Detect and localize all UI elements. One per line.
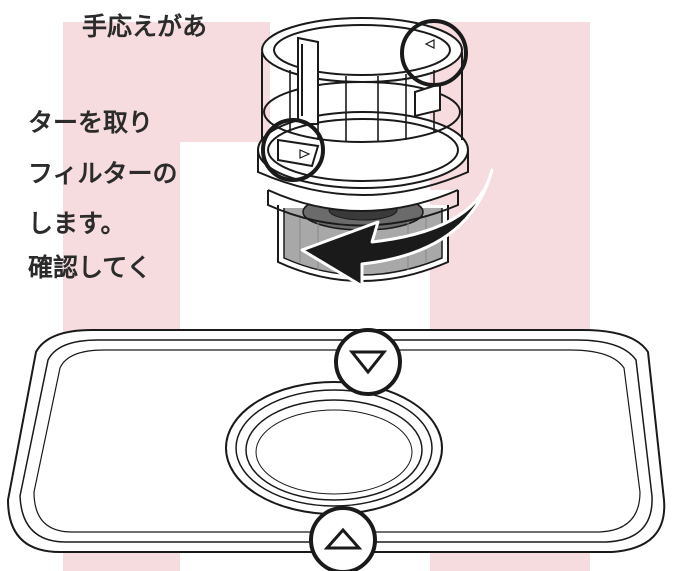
instruction-line-1: 手応えがあ	[82, 12, 208, 41]
tray-mark-bottom	[309, 506, 377, 571]
filter-tray	[6, 329, 666, 553]
instruction-line-4: します。	[28, 209, 126, 238]
instruction-line-3: フィルターの	[28, 159, 178, 188]
alignment-mark-left	[261, 118, 325, 182]
tray-mark-top	[334, 328, 402, 396]
instruction-line-5: 確認してく	[28, 253, 152, 282]
rotation-arrow-icon	[300, 168, 494, 288]
alignment-mark-top-right	[400, 19, 468, 87]
instruction-line-2: ターを取り	[28, 108, 154, 137]
